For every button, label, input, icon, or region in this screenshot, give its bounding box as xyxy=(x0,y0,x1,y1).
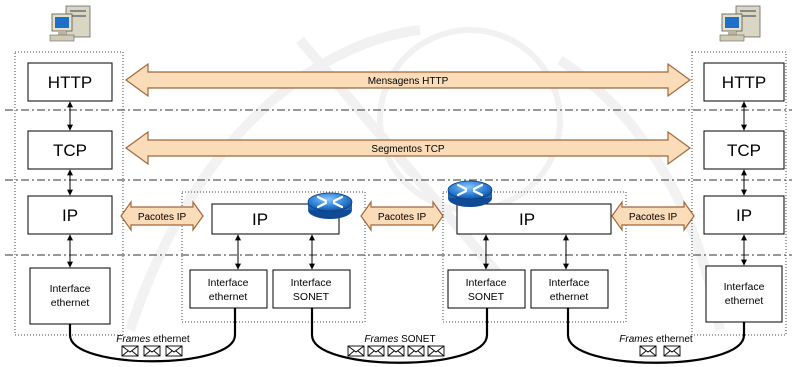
ip-packets-label-2: Pacotes IP xyxy=(378,212,427,223)
router2-iface-a-box xyxy=(447,269,526,309)
envelope-icon xyxy=(407,345,425,357)
router1-iface-a-line2: ethernet xyxy=(209,291,248,303)
right-iface-label-line2: ethernet xyxy=(725,295,764,307)
left-computer-icon xyxy=(49,5,91,42)
right-computer-icon xyxy=(719,5,761,42)
envelope-icon xyxy=(387,345,405,357)
left-iface-label-line1: Interface xyxy=(50,283,91,295)
frame-envelopes xyxy=(121,345,681,357)
cable-sonet xyxy=(310,308,489,364)
router1-outline xyxy=(181,191,366,323)
right-host-outline xyxy=(691,51,787,336)
envelope-icon xyxy=(121,345,139,357)
router1-iface-b-line2: SONET xyxy=(293,291,330,303)
router2-iface-a-line1: Interface xyxy=(466,277,507,289)
left-iface-label-line2: ethernet xyxy=(51,297,90,309)
cable-ethernet-left xyxy=(68,308,237,363)
router1-ip-label: IP xyxy=(252,210,268,229)
left-iface-box xyxy=(29,267,111,325)
ip-packets-arrow-1 xyxy=(120,200,204,232)
router2-ip-box xyxy=(456,203,612,235)
router2-outline xyxy=(442,191,627,323)
router1-iface-b-line1: Interface xyxy=(291,277,332,289)
tcp-segments-label: Segmentos TCP xyxy=(371,144,445,155)
ip-packets-arrow-2 xyxy=(360,200,444,232)
right-tcp-box xyxy=(703,130,785,170)
router2-ip-label: IP xyxy=(519,210,535,229)
router2-iface-b-box xyxy=(530,269,609,309)
tcp-segments-arrow xyxy=(124,130,692,166)
frames-sonet-label: Frames SONET xyxy=(364,334,435,345)
cable-ethernet-right xyxy=(566,308,746,364)
http-messages-label: Mensagens HTTP xyxy=(368,76,449,87)
ip-packets-arrow-3 xyxy=(611,200,695,232)
cables xyxy=(68,308,746,364)
right-tcp-label: TCP xyxy=(727,141,761,160)
router1-iface-a-line1: Interface xyxy=(208,277,249,289)
envelope-icon xyxy=(165,345,183,357)
frames-ethernet-right-label: Frames ethernet xyxy=(619,334,693,345)
right-iface-box xyxy=(705,265,783,323)
envelope-icon xyxy=(367,345,385,357)
left-ip-label: IP xyxy=(62,206,78,225)
envelope-icon xyxy=(427,345,445,357)
router2-iface-b-line2: ethernet xyxy=(550,291,589,303)
right-http-box xyxy=(703,62,785,102)
left-tcp-label: TCP xyxy=(53,141,87,160)
layer-separators xyxy=(5,109,792,256)
layer-arrows xyxy=(67,101,747,270)
left-ip-box xyxy=(27,195,113,235)
router1-iface-b-box xyxy=(272,269,351,309)
router1-icon xyxy=(307,192,353,219)
left-http-box xyxy=(27,62,113,102)
envelope-icon xyxy=(347,345,365,357)
router2-iface-b-line1: Interface xyxy=(549,277,590,289)
right-http-label: HTTP xyxy=(722,73,766,92)
router1-iface-a-box xyxy=(189,269,268,309)
left-tcp-box xyxy=(27,130,113,170)
right-iface-label-line1: Interface xyxy=(724,281,765,293)
ip-packets-label-1: Pacotes IP xyxy=(138,212,187,223)
envelope-icon xyxy=(663,345,681,357)
ip-packets-label-3: Pacotes IP xyxy=(629,212,678,223)
envelope-icon xyxy=(143,345,161,357)
router2-icon xyxy=(447,180,493,207)
left-http-label: HTTP xyxy=(48,73,92,92)
http-messages-arrow xyxy=(124,62,692,98)
right-ip-box xyxy=(703,195,785,235)
router2-iface-a-line2: SONET xyxy=(468,291,505,303)
envelope-icon xyxy=(639,345,657,357)
frames-ethernet-left-label: Frames ethernet xyxy=(116,334,190,345)
right-ip-label: IP xyxy=(736,206,752,225)
